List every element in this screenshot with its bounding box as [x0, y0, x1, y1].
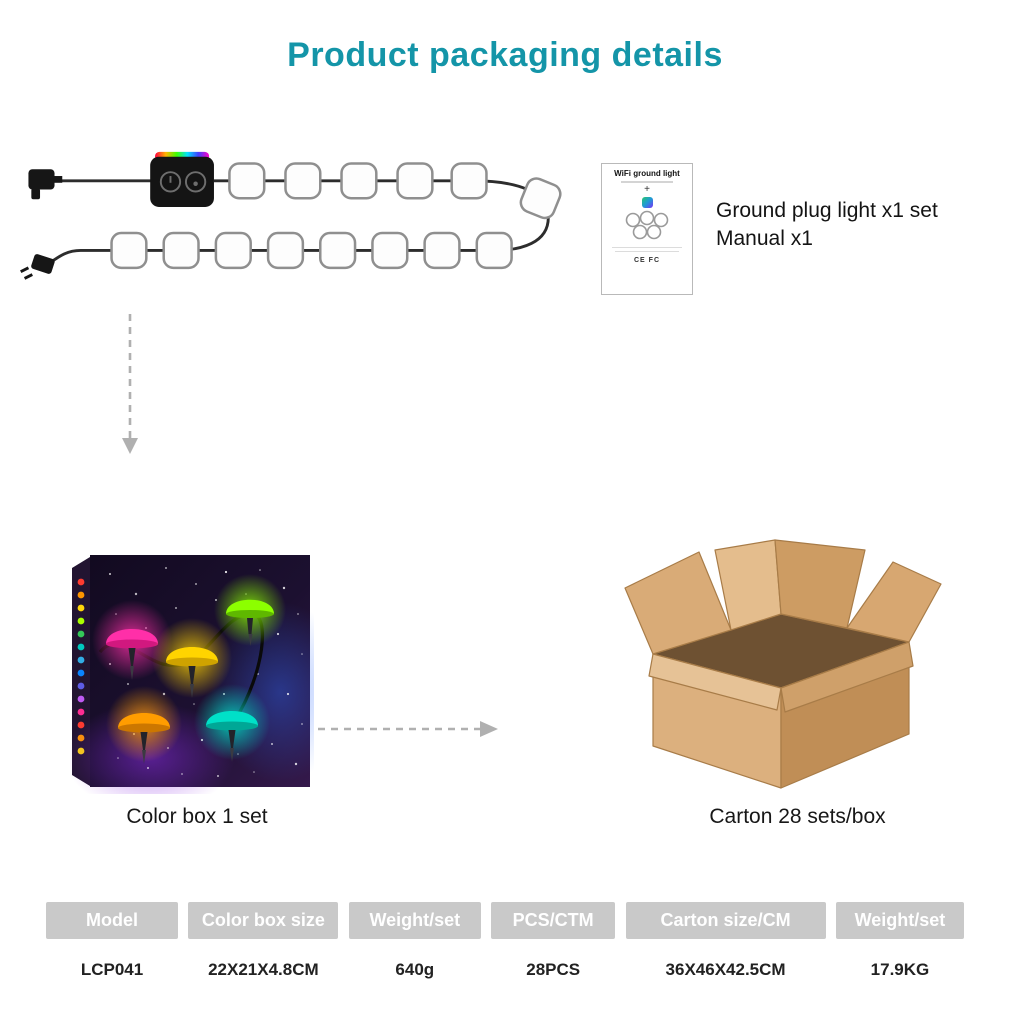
- spec-header-carton-size: Carton size/CM: [625, 902, 826, 939]
- manual-fineprint-line: [611, 246, 683, 248]
- spec-value-model: LCP041: [80, 960, 144, 979]
- mushroom-lights: [92, 574, 286, 764]
- spec-value-pcs-ctm: 28PCS: [526, 960, 581, 979]
- cert-marks: CE FC: [634, 257, 660, 264]
- carton-caption: Carton 28 sets/box: [709, 805, 886, 828]
- plus-icon: +: [644, 184, 650, 195]
- manual-title: WiFi ground light: [614, 169, 680, 178]
- spec-header-model: Model: [46, 902, 178, 939]
- arrow-down: [122, 314, 138, 454]
- spec-header-weight-set: Weight/set: [348, 902, 481, 939]
- controller-icon: [150, 151, 214, 207]
- spec-value-color-box-size: 22X21X4.8CM: [208, 960, 319, 979]
- spec-header-pcs-ctm: PCS/CTM: [491, 902, 616, 939]
- light-cluster-icon: [625, 210, 669, 240]
- app-icon: [641, 197, 653, 208]
- spec-header-color-box-size: Color box size: [188, 902, 339, 939]
- spec-table: Model Color box size Weight/set PCS/CTM …: [46, 902, 964, 982]
- spec-table-value-row: LCP041 22X21X4.8CM 640g 28PCS 36X46X42.5…: [46, 939, 964, 982]
- package-line-1: Ground plug light x1 set: [716, 199, 938, 222]
- spec-header-carton-weight: Weight/set: [835, 902, 964, 939]
- carton-illustration: [624, 539, 942, 789]
- color-box-caption: Color box 1 set: [126, 805, 268, 828]
- light-modules: [110, 162, 562, 270]
- arrow-right: [318, 721, 498, 737]
- spec-value-weight-set: 640g: [395, 960, 435, 979]
- spec-table-header-row: Model Color box size Weight/set PCS/CTM …: [46, 902, 964, 939]
- light-string-illustration: [20, 151, 562, 280]
- color-box-illustration: [70, 555, 314, 794]
- spec-value-carton-weight: 17.9KG: [870, 960, 930, 979]
- manual-fineprint-line: [614, 250, 680, 252]
- package-contents: Ground plug light x1 set Manual x1: [716, 197, 938, 253]
- spec-value-carton-size: 36X46X42.5CM: [665, 960, 786, 979]
- manual-card: WiFi ground light + CE FC: [601, 163, 693, 295]
- page-title: Product packaging details: [287, 36, 723, 74]
- package-line-2: Manual x1: [716, 227, 813, 250]
- connector-plug-icon: [20, 254, 55, 280]
- manual-subtitle-line: [620, 181, 674, 183]
- power-plug-icon: [28, 169, 63, 200]
